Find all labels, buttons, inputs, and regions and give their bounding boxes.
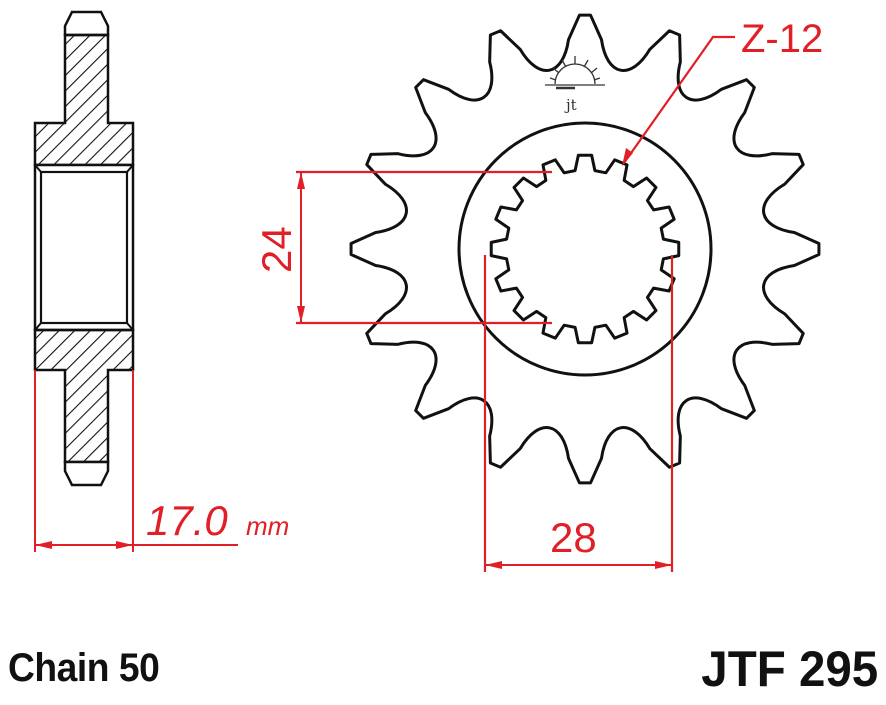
upper-hatched-section [33, 33, 135, 167]
width-value: 17.0 [146, 497, 228, 544]
bore-inner [39, 170, 129, 325]
chain-size-label: Chain 50 [8, 646, 160, 690]
front-view: jt [349, 13, 821, 485]
width-unit: mm [246, 511, 289, 541]
lower-tooth-tip [63, 460, 110, 487]
spline-width-value: 28 [550, 514, 597, 561]
manufacturer-logo-icon: jt [545, 56, 605, 114]
hub-circle [457, 121, 713, 377]
tooth-count-label: Z-12 [741, 17, 823, 61]
upper-tooth-tip [63, 10, 110, 37]
tooth-count-leader: Z-12 [622, 17, 823, 166]
spline-height-value: 24 [253, 226, 300, 273]
side-section-view [33, 10, 135, 487]
spline-height-dimension: 24 [253, 170, 552, 325]
lower-hatched-section [33, 328, 135, 464]
part-number-label: JTF 295 [701, 641, 878, 697]
svg-text:jt: jt [564, 96, 577, 114]
width-dimension: 17.0 mm [34, 370, 289, 552]
spline-bore [489, 153, 681, 345]
spline-width-dimension: 28 [483, 255, 674, 572]
